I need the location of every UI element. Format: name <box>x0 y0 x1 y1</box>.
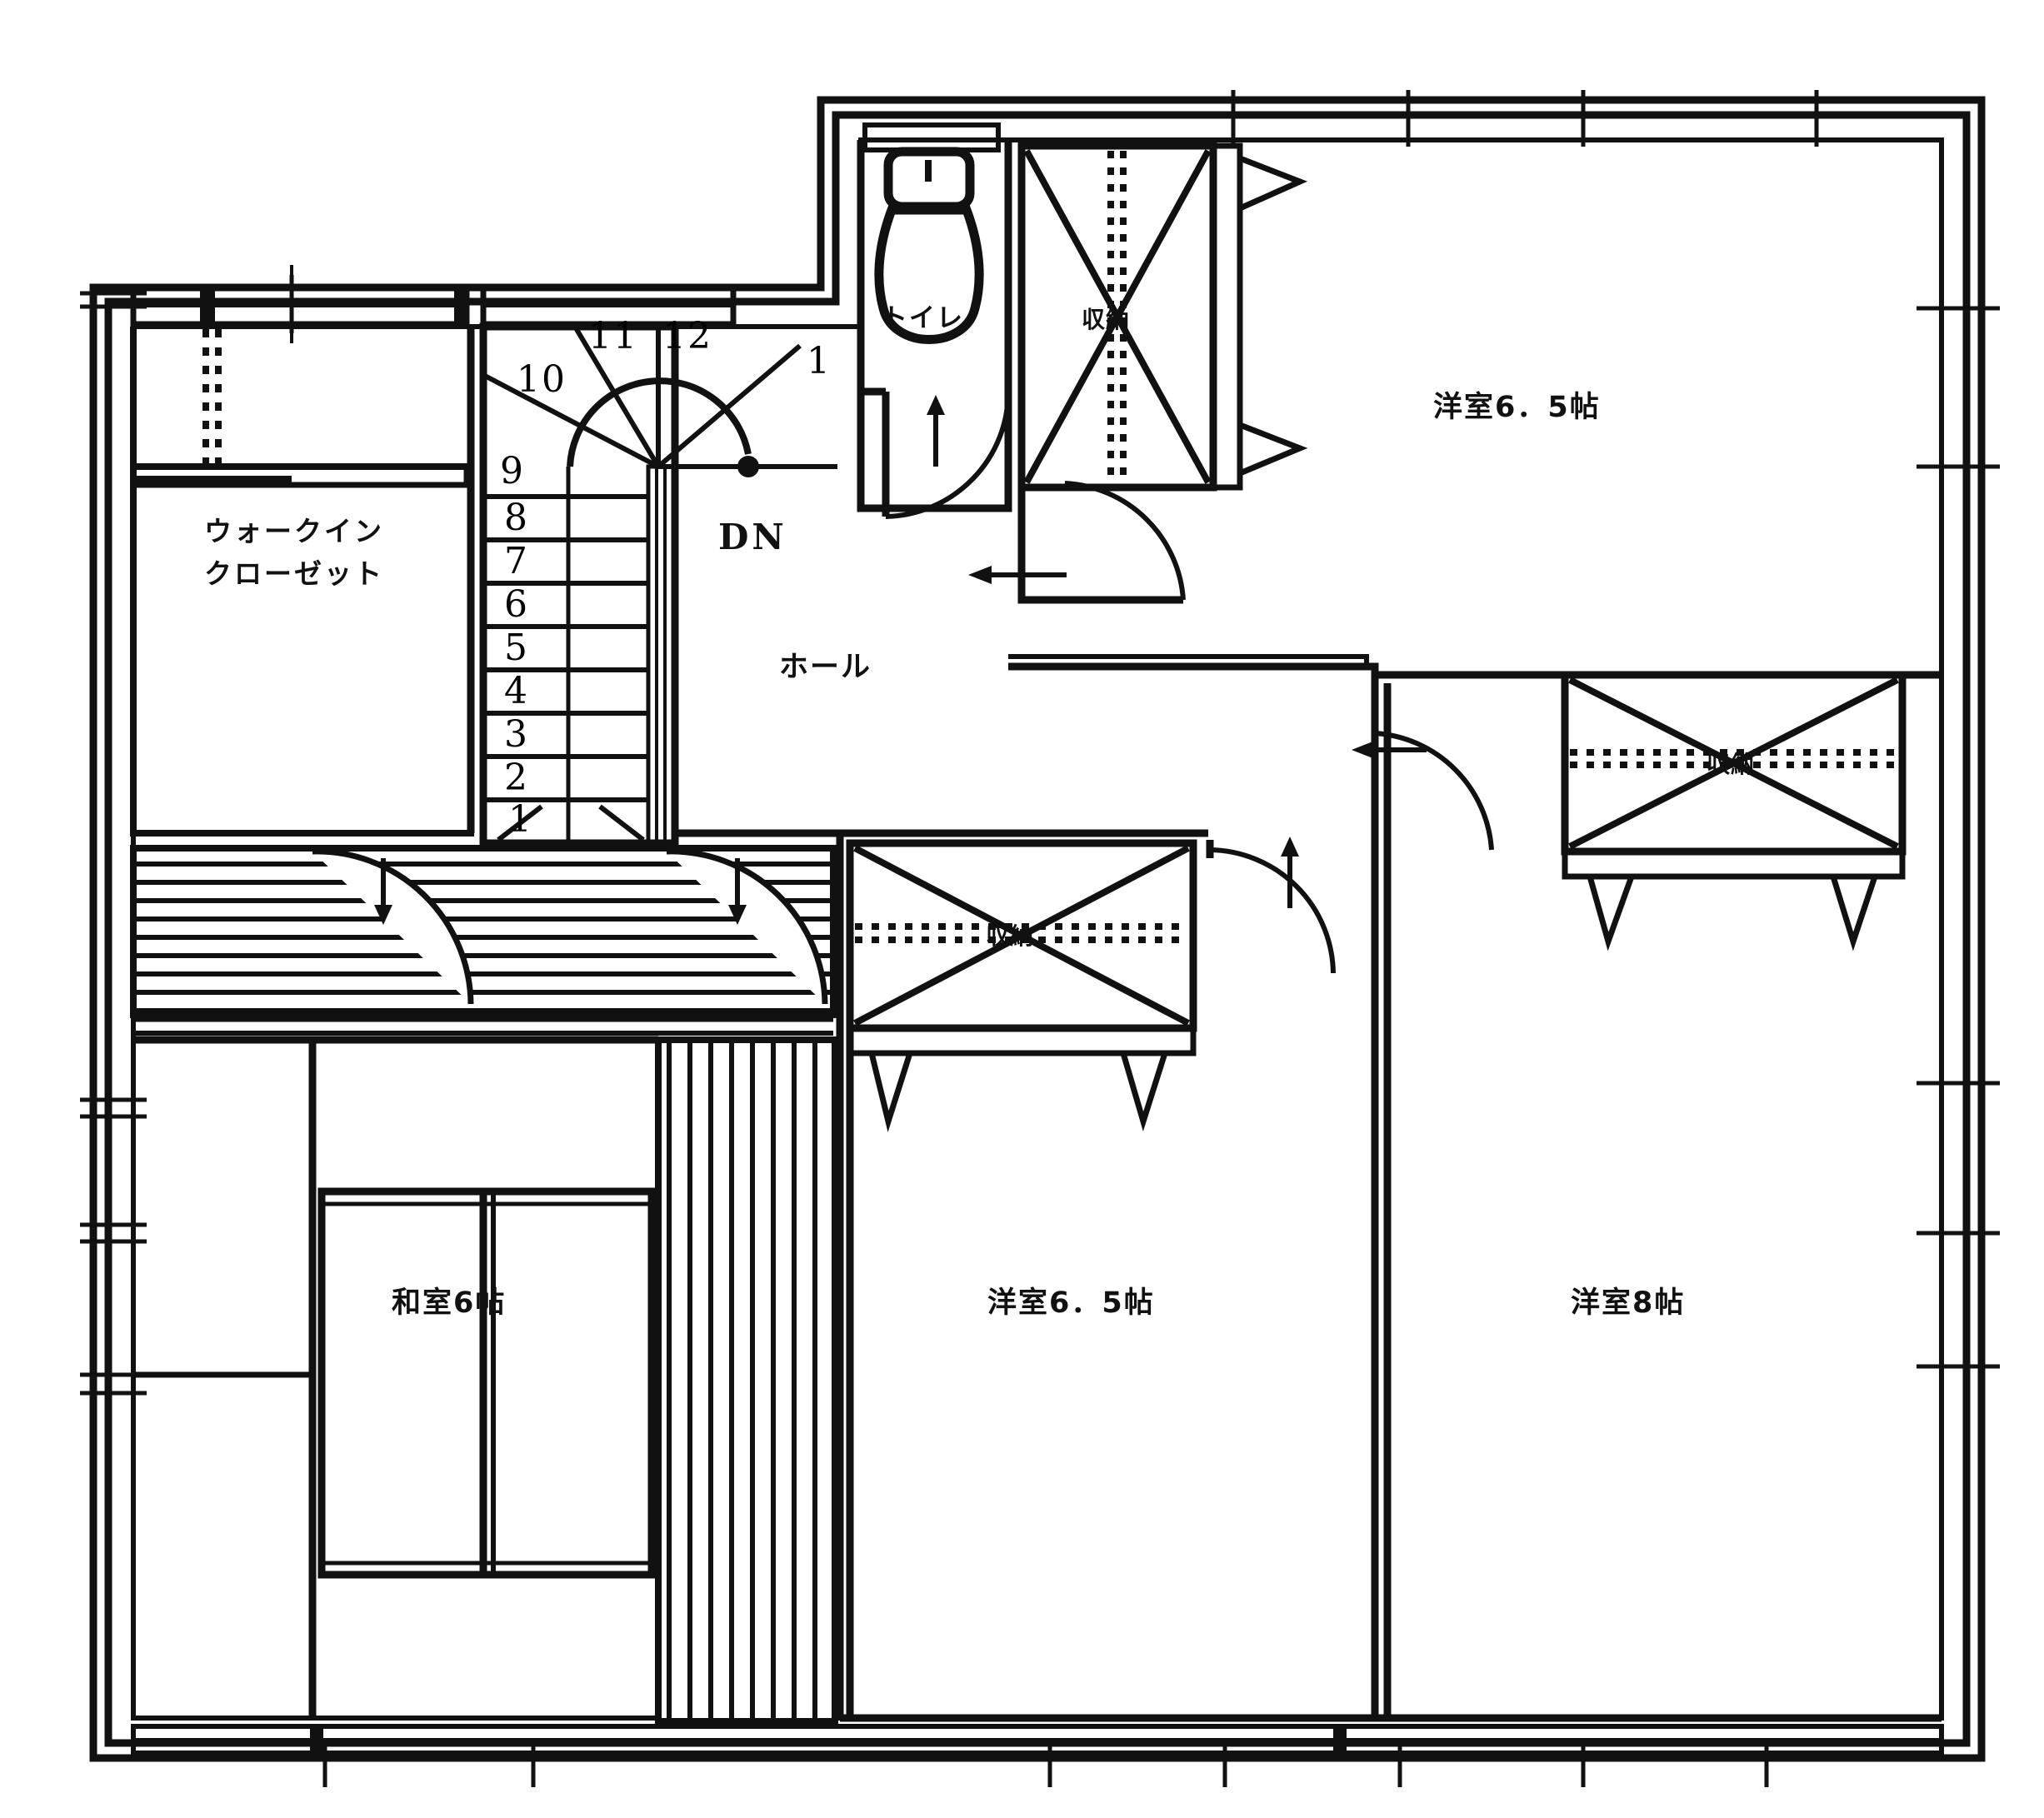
closet-label-top: 収納 <box>1082 306 1131 333</box>
walk-in-closet-label-line1: ウォークイン <box>204 515 384 547</box>
stair-step-number: 10 <box>517 358 567 401</box>
stair-step-number: 8 <box>504 497 529 539</box>
stair-step-number: 6 <box>504 583 529 626</box>
room-label-toilet: トイレ <box>882 303 964 333</box>
walk-in-closet-label: ウォークイン クローゼット <box>204 510 384 595</box>
walk-in-closet-label-line2: クローゼット <box>204 557 384 591</box>
closet-top <box>1017 142 1308 492</box>
washitsu-walls <box>133 1036 658 1718</box>
stair-step-number: 4 <box>504 670 529 712</box>
stair-step-number: 2 <box>504 757 529 799</box>
veranda-hatch <box>655 1036 838 1725</box>
stair-step-number: 11 <box>588 315 638 357</box>
room-label-washitsu-6: 和室6帖 <box>392 1286 507 1320</box>
hall-walls <box>675 829 1208 1718</box>
walk-in-closet-outline <box>130 327 475 837</box>
wic-window <box>130 265 470 343</box>
room-label-yoshitsu-65-bottom: 洋室6．5帖 <box>987 1286 1155 1320</box>
stair-step-number: 3 <box>504 713 529 756</box>
stair-step-number: 1 <box>508 798 533 841</box>
room-label-hall: ホール <box>779 651 872 684</box>
closet-label-middle: 収納 <box>986 922 1035 950</box>
room-label-yoshitsu-8: 洋室8帖 <box>1571 1286 1686 1320</box>
closet-label-right: 収納 <box>1707 751 1756 778</box>
middle-partitions <box>1206 675 1494 1718</box>
staircase <box>479 322 837 847</box>
bottom-window-band <box>131 1724 1944 1756</box>
stair-step-number: 12 <box>662 315 712 357</box>
stairs-down-label: DN <box>718 517 787 557</box>
room-label-yoshitsu-65-top: 洋室6．5帖 <box>1433 391 1601 424</box>
top-right-room-walls <box>968 481 1942 679</box>
stair-step-number: 7 <box>504 540 529 582</box>
corridor-hatch <box>130 845 837 1036</box>
stair-step-number: 1 <box>807 340 832 382</box>
closet-right <box>1561 671 1907 951</box>
toilet-room <box>857 122 1012 519</box>
stair-step-number: 9 <box>500 450 525 492</box>
stair-step-number: 5 <box>504 627 529 669</box>
closet-middle <box>846 839 1197 1132</box>
